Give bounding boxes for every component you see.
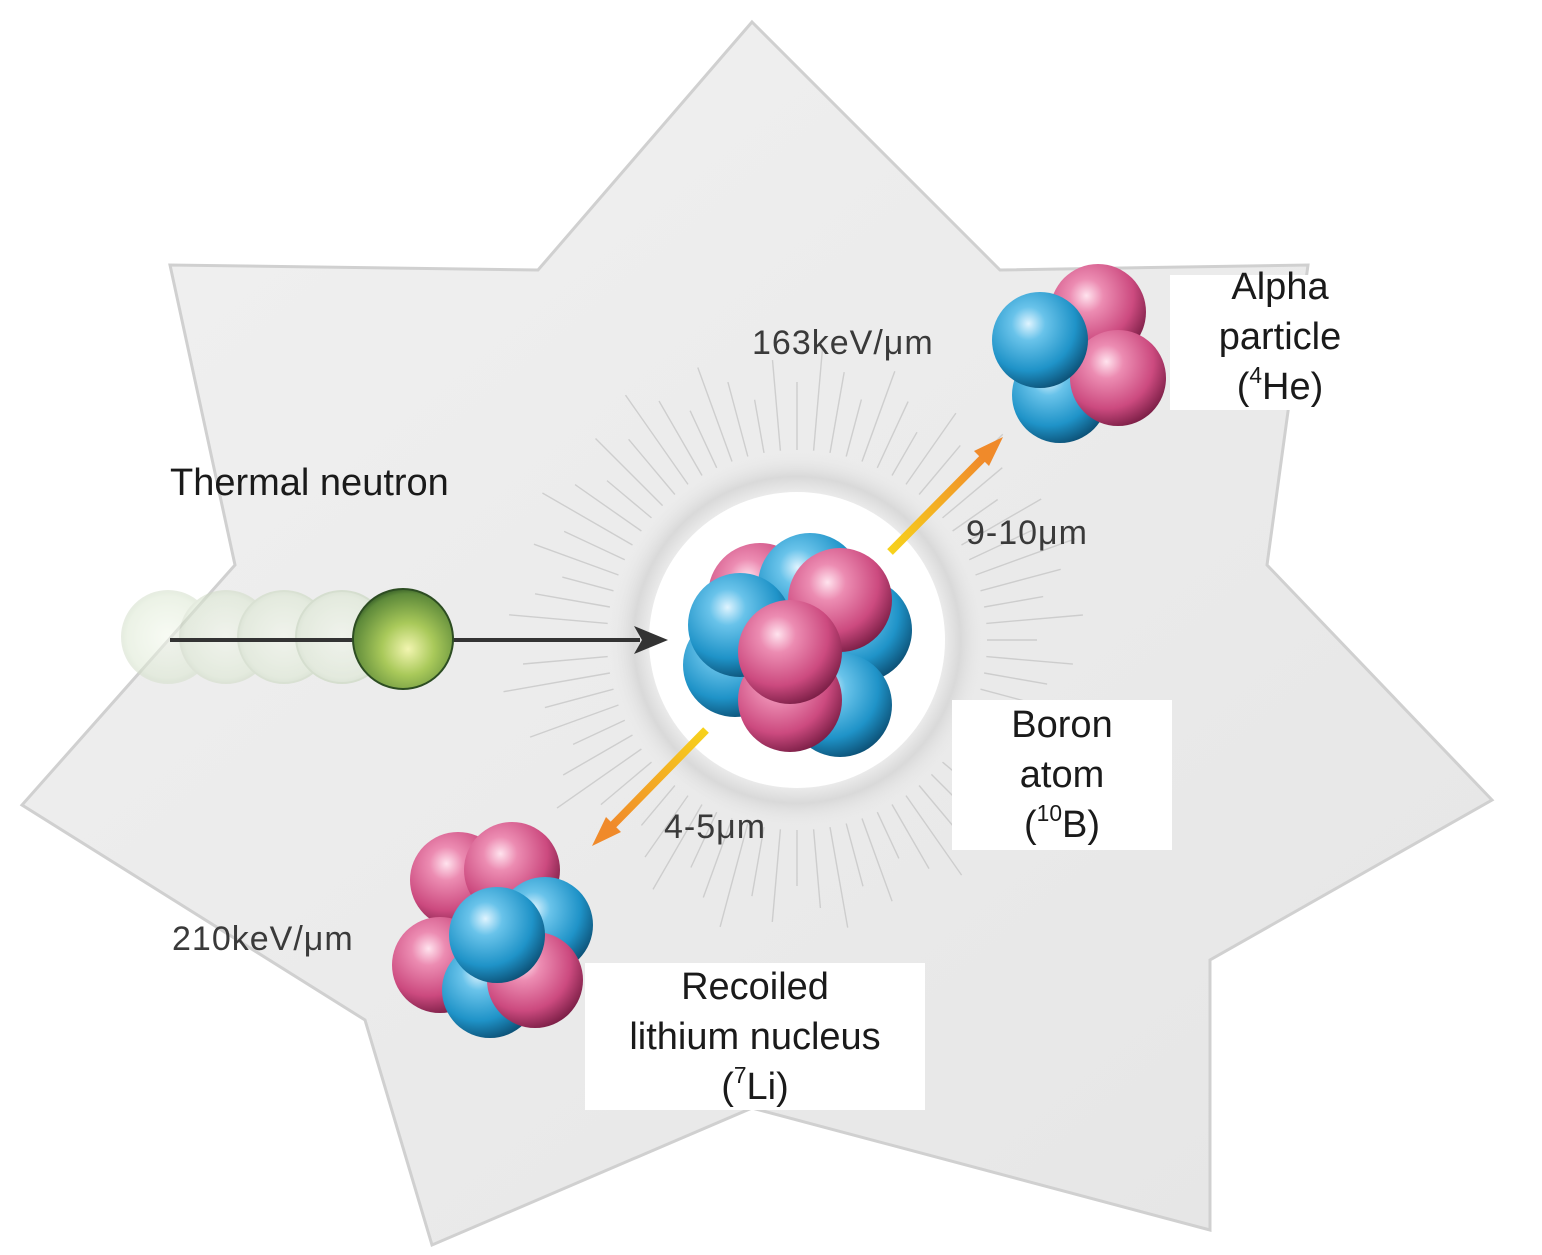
ray-line (876, 401, 909, 469)
ray-line (690, 811, 718, 868)
ray-line (876, 811, 900, 859)
ray-line (751, 826, 765, 897)
boron-atom-label: Boron atom (10B) (952, 700, 1172, 850)
ray-line (544, 688, 614, 709)
ray-line (980, 568, 1061, 592)
ray-line (562, 734, 633, 776)
ray-line (812, 346, 824, 451)
ray-line (697, 367, 733, 462)
ray-line (861, 818, 893, 902)
lithium-arrow-head (592, 817, 621, 846)
ray-line (952, 498, 999, 532)
ray-line (556, 748, 642, 809)
ray-line (845, 399, 863, 457)
ray-line (503, 672, 611, 693)
ray-line (771, 829, 782, 922)
ray-line (644, 795, 689, 858)
ray-line (600, 761, 652, 806)
boron-label-formula: (10B) (1023, 800, 1101, 846)
ray-line (968, 529, 1032, 561)
ray-line (689, 410, 718, 469)
ray-line (845, 823, 864, 887)
ray-line (829, 371, 845, 454)
ray-line (640, 785, 676, 826)
lithium-let-value: 210keV/μm (172, 920, 354, 958)
alpha-label-formula: (4He) (1236, 362, 1324, 408)
ray-line (918, 444, 961, 495)
ray-line (542, 492, 633, 546)
ray-line (509, 614, 608, 625)
ray-line (961, 498, 1042, 546)
ray-line (829, 826, 849, 928)
ray-line (574, 484, 642, 532)
alpha-label-panel (1170, 275, 1340, 410)
ray-line (606, 480, 652, 519)
lithium-label-line2: lithium nucleus (629, 1016, 881, 1058)
alpha-let-value: 163keV/μm (752, 324, 934, 362)
ray-line (522, 655, 608, 665)
alpha-label-line2: particle (1218, 316, 1342, 358)
ray-line (658, 400, 703, 476)
alpha-particle-label: Alpha particle (4He) (1175, 262, 1385, 412)
boron-label-line1: Boron (1011, 704, 1113, 746)
ray-line (942, 467, 1003, 519)
thermal-neutron-label: Thermal neutron (170, 462, 449, 504)
ray-line (572, 719, 626, 746)
ray-line (702, 818, 733, 898)
lithium-label-line1: Recoiled (681, 966, 829, 1008)
lithium-label-panel (585, 963, 925, 1110)
lithium-range-value: 4-5μm (664, 808, 767, 846)
ray-line (986, 614, 1083, 625)
alpha-arrow-line (887, 455, 986, 555)
ray-line (812, 829, 822, 909)
ray-line (563, 530, 626, 561)
alpha-arrow-head (974, 437, 1003, 466)
lithium-nucleus (392, 822, 593, 1038)
ray-line (983, 672, 1048, 685)
thermal-neutron-sphere (352, 588, 454, 690)
ray-line (529, 704, 619, 738)
ray-line (652, 804, 703, 890)
ray-line (905, 412, 957, 485)
ray-line (719, 823, 749, 928)
ray-line (861, 370, 896, 462)
ray-line (533, 543, 619, 576)
ray-line (891, 804, 930, 869)
ray-line (905, 795, 963, 876)
lithium-arrow-line (609, 727, 709, 829)
ray-line (753, 399, 765, 454)
ray-line (983, 595, 1044, 608)
boron-label-panel (952, 700, 1172, 850)
ray-line (918, 785, 959, 832)
ray-line (975, 538, 1076, 576)
alpha-range-value: 9-10μm (966, 514, 1088, 552)
ray-line (595, 438, 664, 507)
lithium-nucleus-label: Recoiled lithium nucleus (7Li) (585, 962, 925, 1112)
ray-line (891, 431, 918, 476)
ray-line (771, 360, 782, 451)
boron-nucleus (683, 533, 912, 757)
ray-line (628, 438, 676, 495)
lithium-label-formula: (7Li) (721, 1062, 789, 1108)
neutron-arrow-head (634, 626, 668, 654)
alpha-particle (992, 264, 1166, 443)
ray-line (534, 593, 611, 608)
thermal-neutron-trail (121, 590, 389, 684)
ray-line (727, 381, 749, 457)
alpha-label-line1: Alpha (1231, 266, 1329, 308)
ray-line (562, 576, 614, 592)
boron-label-line2: atom (1019, 754, 1105, 796)
ray-line (986, 655, 1073, 665)
ray-line (624, 394, 689, 485)
